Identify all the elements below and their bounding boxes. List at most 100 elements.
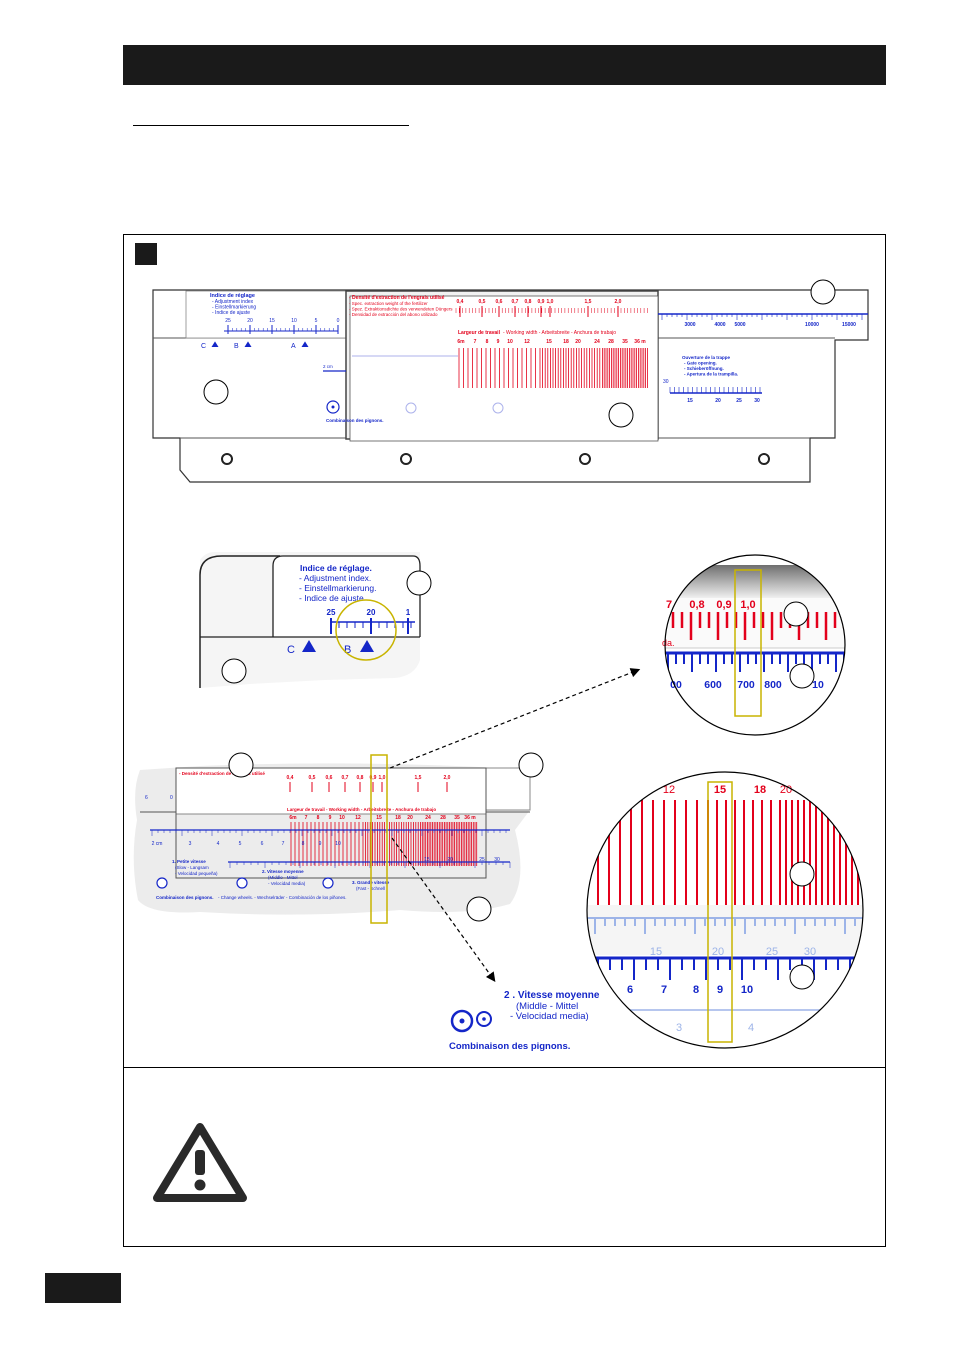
width-subtitle: - Working width - Arbeitsbreite - Anchur…	[503, 330, 616, 336]
callout-line3: - Velocidad media)	[510, 1011, 589, 1022]
svg-text:- Densité d'extraction de l'en: - Densité d'extraction de l'engrais util…	[179, 771, 265, 776]
gear-icon	[322, 877, 334, 889]
scale-label: 0,4	[287, 775, 294, 781]
scale-label: 600	[704, 679, 722, 691]
scale-label: 25	[225, 318, 231, 324]
scale-label: 1,0	[379, 775, 386, 781]
gate-opening-lines: Ouverture de la trappe- Gate opening.- S…	[682, 355, 738, 377]
scale-label: 0,7	[512, 299, 519, 305]
marker-b-triangle	[360, 640, 374, 652]
svg-text:- Velocidad pequeña): - Velocidad pequeña)	[175, 871, 218, 876]
gate-line: - Apertura de la trampilla.	[684, 372, 738, 377]
marker-triangle	[301, 341, 309, 347]
callout-circle	[783, 601, 809, 627]
scale-label: 15	[650, 946, 662, 958]
slide-rule-full: Indice de réglage - Adjustment index- Ei…	[152, 279, 869, 483]
scale-label: 15	[269, 318, 275, 324]
marker-triangle	[244, 341, 252, 347]
highlight-window	[734, 569, 762, 717]
scale-label: 15	[714, 784, 726, 796]
scale-label: 20	[715, 398, 721, 404]
width-tick-lines	[458, 348, 648, 388]
scale-label: 0,5	[479, 299, 486, 305]
scale-label: 2,0	[444, 775, 451, 781]
index-line: - Indice de ajuste	[212, 310, 250, 316]
scale-label: 24	[425, 815, 431, 821]
scale-label: 24	[594, 339, 600, 345]
scale-label: 1	[406, 608, 411, 617]
scale-label: 9	[319, 841, 322, 847]
scale-label: 7	[305, 815, 308, 821]
scale-label: 25	[479, 857, 485, 863]
callout-circle	[810, 279, 836, 305]
scale-label: 8	[486, 339, 489, 345]
callout-circle	[518, 752, 544, 778]
scale-label: 30	[494, 857, 500, 863]
section-title-underline	[133, 125, 409, 126]
scale-label: 6m	[289, 815, 297, 821]
scale-label: 1,0	[547, 299, 554, 305]
scale-label: 3000	[684, 322, 695, 328]
scale-label: 7	[474, 339, 477, 345]
callout-circle	[608, 402, 634, 428]
scale-label: 25	[736, 398, 742, 404]
svg-text:(Slow - Langsam: (Slow - Langsam	[175, 865, 209, 870]
density-lines: - Spec. extraction weight of the fertili…	[349, 301, 453, 317]
index-lines: - Adjustment index- Einstellmarkierung- …	[212, 299, 256, 316]
scale-label: 20	[575, 339, 581, 345]
callout-circle	[406, 570, 432, 596]
scale-label: 28	[608, 339, 614, 345]
scale-label: 12	[355, 815, 361, 821]
scale-label: 0,8	[357, 775, 364, 781]
svg-text:Largeur de travail - Working w: Largeur de travail - Working width - Arb…	[287, 807, 436, 812]
plate-edge	[199, 555, 280, 688]
scale-label: 1,5	[585, 299, 592, 305]
scale-label: 1,0	[740, 599, 755, 611]
scale-label: 20	[247, 318, 253, 324]
scale-label: 15000	[842, 322, 856, 328]
index-title: Indice de réglage	[210, 293, 255, 299]
gear-icon	[236, 877, 248, 889]
figure-frame	[123, 234, 886, 1247]
scale-label: 15	[546, 339, 552, 345]
gate-line: - Schieberöffnung.	[684, 366, 724, 371]
scale-label: 9	[717, 984, 723, 996]
zoom-index-lines: - Adjustment index.- Einstellmarkierung.…	[299, 573, 376, 603]
scale-label: 20	[367, 608, 376, 617]
mid-left-num: 6	[145, 795, 148, 801]
mid-pinions: Combinaison des pignons.	[156, 895, 214, 900]
mount-hole	[758, 453, 770, 465]
scale-label: 2 cm	[152, 841, 163, 847]
scale-label: 35	[622, 339, 628, 345]
scale-label: 10	[335, 841, 341, 847]
mid-speed1: 1. Petite vitesse	[172, 859, 206, 864]
callout-pinions: Combinaison des pignons.	[449, 1041, 570, 1052]
zoom-index-line: - Adjustment index.	[299, 573, 371, 583]
scale-label: 0,4	[457, 299, 464, 305]
scale-label: 6	[627, 984, 633, 996]
svg-text:- Change wheels. - Wechselräde: - Change wheels. - Wechselräder - Combin…	[218, 895, 346, 900]
gate-line: - Gate opening.	[684, 361, 717, 366]
index-window-zoom	[272, 555, 421, 637]
scale-label: 36 m	[464, 815, 476, 821]
scale-label: 3	[189, 841, 192, 847]
scale-label: 0,9	[370, 775, 377, 781]
scale-label: 4	[748, 1022, 754, 1034]
scale-label: 20	[407, 815, 413, 821]
scale-label: 5	[315, 318, 318, 324]
scale-label: 20	[780, 784, 792, 796]
scale-label: 0	[337, 318, 340, 324]
scale-label: 12	[524, 339, 530, 345]
index-line: - Einstellmarkierung	[212, 305, 256, 311]
